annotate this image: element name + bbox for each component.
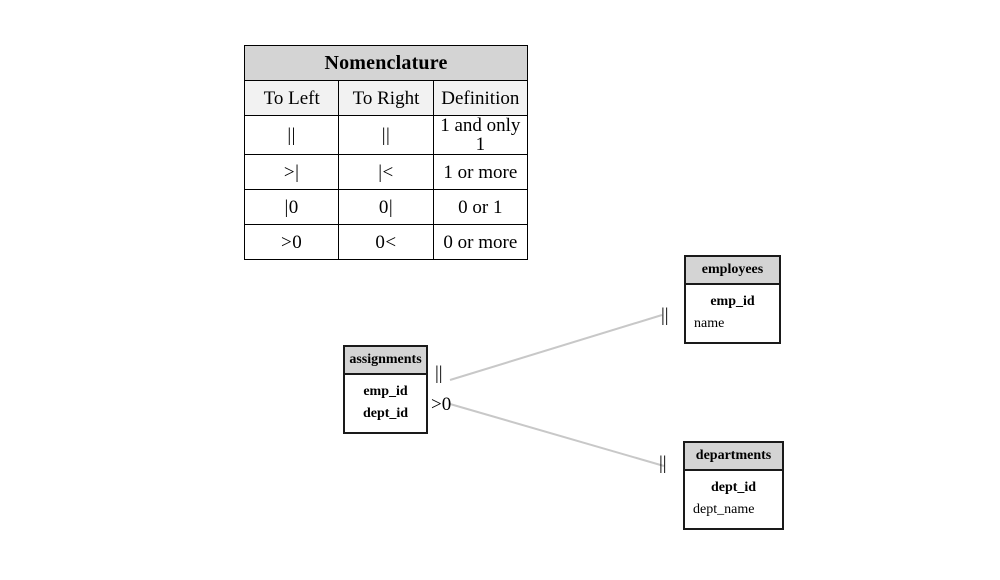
- legend-row: || || 1 and only 1: [243, 115, 529, 155]
- legend-column-definition: Definition: [432, 80, 529, 116]
- entity-employees-title: employees: [686, 257, 779, 285]
- legend-to-right-symbol: |<: [338, 154, 434, 190]
- legend-title: Nomenclature: [244, 45, 528, 81]
- attribute-dept-id: dept_id: [710, 480, 757, 495]
- legend-row: |0 0| 0 or 1: [243, 189, 529, 225]
- cardinality-departments-to-assignments: ||: [659, 453, 667, 474]
- cardinality-assignments-to-departments: >0: [431, 394, 452, 415]
- attribute-emp-id: emp_id: [710, 294, 755, 309]
- attribute-dept-name: dept_name: [693, 501, 755, 517]
- legend-column-to-left: To Left: [243, 80, 340, 116]
- legend-row: >0 0< 0 or more: [243, 224, 529, 260]
- entity-employees[interactable]: employees emp_id name: [684, 255, 781, 345]
- legend-to-left-symbol: |0: [243, 189, 340, 225]
- attribute-emp-id: emp_id: [363, 384, 408, 399]
- legend-definition: 1 or more: [432, 154, 529, 190]
- legend-to-right-symbol: 0|: [338, 189, 434, 225]
- entity-departments-attributes: dept_id dept_name: [685, 471, 782, 528]
- legend-to-left-symbol: >|: [243, 154, 340, 190]
- entity-assignments-title: assignments: [345, 347, 426, 375]
- legend-to-right-symbol: ||: [338, 115, 434, 155]
- connector-assignments-departments: [449, 403, 665, 467]
- entity-employees-attributes: emp_id name: [686, 285, 779, 342]
- entity-departments[interactable]: departments dept_id dept_name: [683, 441, 784, 531]
- nomenclature-legend-table: Nomenclature To Left To Right Definition…: [243, 45, 529, 260]
- legend-definition: 0 or more: [432, 224, 529, 260]
- legend-row: >| |< 1 or more: [243, 154, 529, 190]
- legend-to-right-symbol: 0<: [338, 224, 434, 260]
- legend-to-left-symbol: >0: [243, 224, 340, 260]
- attribute-name: name: [694, 315, 725, 331]
- legend-to-left-symbol: ||: [243, 115, 340, 155]
- legend-definition: 1 and only 1: [432, 115, 529, 155]
- entity-assignments-attributes: emp_id dept_id: [345, 375, 426, 432]
- legend-definition: 0 or 1: [432, 189, 529, 225]
- cardinality-assignments-to-employees: ||: [435, 363, 443, 384]
- entity-departments-title: departments: [685, 443, 782, 471]
- cardinality-employees-to-assignments: ||: [661, 305, 669, 326]
- legend-column-to-right: To Right: [338, 80, 434, 116]
- connector-assignments-employees: [449, 314, 663, 381]
- legend-header-row: To Left To Right Definition: [243, 80, 529, 116]
- attribute-dept-id: dept_id: [362, 405, 409, 421]
- entity-assignments[interactable]: assignments emp_id dept_id: [343, 345, 428, 435]
- legend-title-row: Nomenclature: [244, 45, 528, 81]
